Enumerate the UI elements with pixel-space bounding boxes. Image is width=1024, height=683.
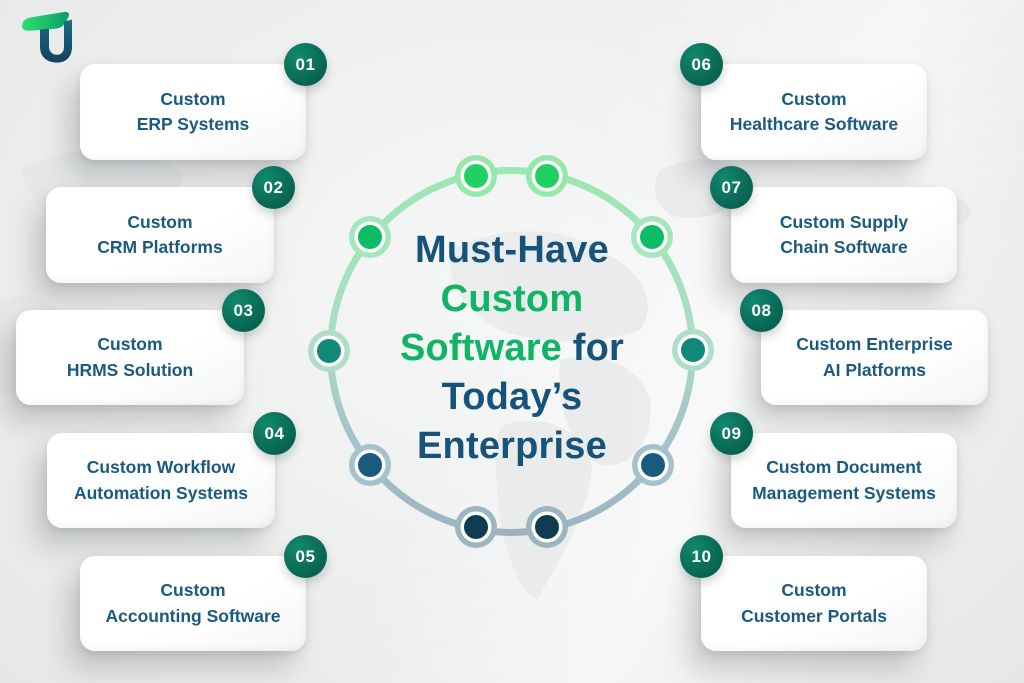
ring-node-5-icon [641,453,665,477]
ring-node-6-icon [535,515,559,539]
ring-node-7-icon [464,515,488,539]
step-number-badge: 09 [710,412,753,455]
step-number-badge: 04 [253,412,296,455]
step-number-badge: 10 [680,535,723,578]
step-number-badge: 06 [680,43,723,86]
title-segment: Software [399,327,563,369]
title-line-3: Software for [341,324,683,373]
title-line-5: Enterprise [341,422,683,471]
title-segment: for [562,327,625,369]
ring-node-3-icon [640,225,664,249]
brand-logo [18,8,78,66]
title-segment: Enterprise [417,425,607,467]
title-line-1: Must-Have [341,226,683,275]
step-number-badge: 03 [222,289,265,332]
ring-node-9-icon [317,339,341,363]
ring-node-1-icon [464,164,488,188]
title-segment: Custom [440,278,584,320]
step-number-badge: 02 [252,166,295,209]
step-number-badge: 01 [284,43,327,86]
title-line-4: Today’s [341,373,683,422]
step-number-badge: 08 [740,289,783,332]
ring-node-10-icon [358,225,382,249]
ring-node-8-icon [358,453,382,477]
step-number-badge: 05 [284,535,327,578]
tu-logo-icon [22,11,72,63]
title-line-2: Custom [341,275,683,324]
ring-node-2-icon [535,164,559,188]
title-segment: Must-Have [415,229,609,271]
ring-node-4-icon [681,338,705,362]
title-segment: Today’s [441,376,583,418]
step-number-badge: 07 [710,166,753,209]
